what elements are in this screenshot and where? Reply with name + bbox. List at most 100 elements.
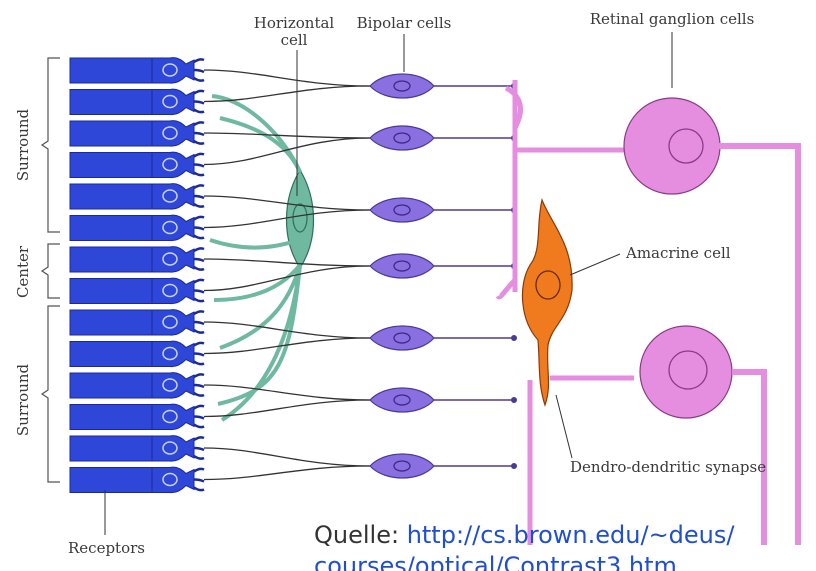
amacrine-leader: [570, 254, 620, 275]
center-label: Center: [14, 245, 32, 298]
bipolar-cell: [370, 126, 517, 150]
receptor-inner-segment: [152, 341, 194, 367]
source-prefix: Quelle:: [314, 521, 407, 549]
receptor-inner-segment: [152, 247, 194, 273]
receptor: [70, 436, 204, 462]
bipolar-cell-body: [370, 326, 434, 350]
receptor-bipolar-connection: [204, 448, 370, 466]
source-line-2: courses/optical/Contrast3.htm: [314, 551, 816, 571]
receptor-inner-segment: [152, 404, 194, 430]
receptor-terminal: [194, 374, 204, 395]
surround-bottom-bracket: [42, 306, 60, 482]
receptor: [70, 247, 204, 273]
receptor-outer-segment: [70, 310, 152, 335]
receptor-terminal: [194, 437, 204, 458]
horizontal-cell-body: [287, 170, 314, 268]
receptor-column: [70, 58, 204, 493]
receptor-bipolar-connection: [204, 133, 370, 138]
receptor: [70, 89, 204, 115]
receptor-outer-segment: [70, 342, 152, 367]
receptor-inner-segment: [152, 89, 194, 115]
receptor-outer-segment: [70, 373, 152, 398]
receptor-inner-segment: [152, 310, 194, 336]
receptor-outer-segment: [70, 405, 152, 430]
receptor: [70, 404, 204, 430]
receptor-outer-segment: [70, 153, 152, 178]
bipolar-cell-body: [370, 454, 434, 478]
receptor-bipolar-connection: [204, 70, 370, 86]
receptive-field-brackets: [42, 58, 60, 482]
receptor-outer-segment: [70, 247, 152, 272]
receptor-inner-segment: [152, 467, 194, 493]
receptor-terminal: [194, 91, 204, 112]
receptor: [70, 58, 204, 84]
receptor-terminal: [194, 248, 204, 269]
ganglion-cell-upper-body: [624, 98, 720, 194]
receptor: [70, 310, 204, 336]
bipolar-cell: [370, 454, 517, 478]
receptor-bipolar-connection: [204, 259, 370, 266]
receptor-terminal: [194, 469, 204, 490]
source-link[interactable]: http://cs.brown.edu/~deus/: [407, 521, 735, 549]
receptor-outer-segment: [70, 279, 152, 304]
receptor-terminal: [194, 406, 204, 427]
bipolar-cell: [370, 254, 517, 278]
receptor-outer-segment: [70, 184, 152, 209]
receptor-inner-segment: [152, 184, 194, 210]
bipolar-cell-terminal: [511, 335, 517, 341]
bipolar-cells-label: Bipolar cells: [357, 14, 452, 32]
retinal-ganglion-cells-label: Retinal ganglion cells: [590, 10, 755, 28]
receptor: [70, 152, 204, 178]
surround-top-label: Surround: [14, 108, 32, 181]
receptor-bipolar-connection: [204, 466, 370, 480]
receptor-inner-segment: [152, 436, 194, 462]
bipolar-cell-body: [370, 388, 434, 412]
amacrine-cell-body: [522, 200, 572, 405]
source-link-continued[interactable]: courses/optical/Contrast3.htm: [314, 552, 677, 571]
receptor: [70, 467, 204, 493]
receptor-inner-segment: [152, 121, 194, 147]
bipolar-cell: [370, 74, 517, 98]
bipolar-cell: [370, 388, 517, 412]
surround-bottom-label: Surround: [14, 363, 32, 436]
bipolar-cell-column: [204, 70, 517, 480]
surround-top-bracket: [42, 58, 60, 232]
receptor-terminal: [194, 59, 204, 80]
receptor: [70, 121, 204, 147]
receptor-inner-segment: [152, 215, 194, 241]
bipolar-cell-body: [370, 254, 434, 278]
horizontal-cell: [210, 96, 314, 420]
receptor-terminal: [194, 280, 204, 301]
receptor: [70, 341, 204, 367]
bipolar-cell-terminal: [511, 397, 517, 403]
receptor-outer-segment: [70, 58, 152, 83]
receptor-outer-segment: [70, 216, 152, 241]
horizontal-cell-label-line1: Horizontal: [254, 14, 335, 32]
receptor-outer-segment: [70, 436, 152, 461]
receptor-terminal: [194, 343, 204, 364]
horizontal-cell-process: [210, 240, 298, 248]
receptor-terminal: [194, 122, 204, 143]
receptors-label: Receptors: [68, 539, 145, 557]
receptor-bipolar-connection: [204, 385, 370, 400]
horizontal-cell-label-line2: cell: [281, 31, 308, 49]
source-citation: Quelle: http://cs.brown.edu/~deus/ cours…: [314, 520, 816, 571]
receptor-terminal: [194, 185, 204, 206]
source-line-1: Quelle: http://cs.brown.edu/~deus/: [314, 520, 816, 551]
center-bracket: [42, 244, 60, 298]
dendro-dendritic-synapse-label: Dendro-dendritic synapse: [570, 458, 766, 476]
receptor-outer-segment: [70, 121, 152, 146]
bipolar-cell: [370, 326, 517, 350]
bipolar-cell-terminal: [511, 463, 517, 469]
receptor-inner-segment: [152, 278, 194, 304]
synapse-leader: [556, 395, 572, 458]
receptor: [70, 215, 204, 241]
receptor-inner-segment: [152, 152, 194, 178]
bipolar-cell-body: [370, 126, 434, 150]
receptor-inner-segment: [152, 373, 194, 399]
receptor-terminal: [194, 311, 204, 332]
receptor: [70, 373, 204, 399]
receptor: [70, 278, 204, 304]
bipolar-cell-body: [370, 198, 434, 222]
